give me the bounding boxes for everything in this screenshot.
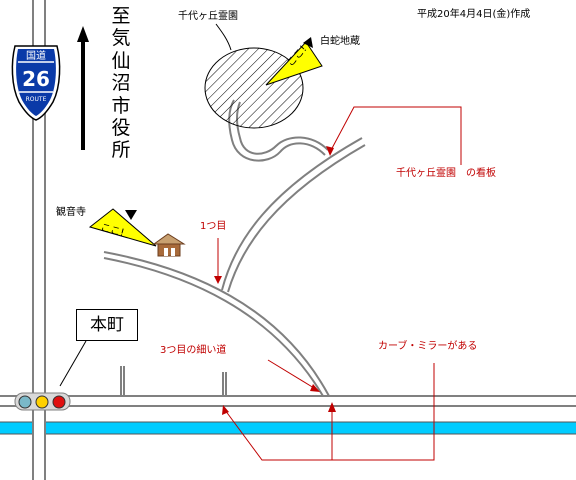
horizontal-road bbox=[0, 395, 576, 407]
temple-label: 観音寺 bbox=[56, 207, 86, 218]
river bbox=[0, 421, 576, 435]
motomachi-leader-line bbox=[59, 340, 87, 387]
first-road-label: 1つ目 bbox=[200, 221, 227, 232]
route-shield-number: 26 bbox=[22, 67, 50, 91]
route-shield-top: 国道 bbox=[26, 49, 46, 62]
cemetery-leader-line bbox=[215, 23, 232, 51]
bridge bbox=[32, 417, 46, 440]
side-road-stubs bbox=[120, 366, 227, 396]
motomachi-label: 本町 bbox=[76, 309, 138, 341]
traffic-light-icon bbox=[14, 392, 71, 411]
route-shield-bottom: ROUTE bbox=[26, 96, 47, 103]
annotation-arrows bbox=[214, 106, 462, 461]
cemetery-label: 千代ヶ丘霊園 bbox=[178, 11, 238, 22]
direction-label: 至 気仙沼市役所 bbox=[111, 5, 150, 162]
route-26-shield-icon: 国道 26 ROUTE bbox=[11, 45, 61, 121]
cemetery-area bbox=[204, 47, 304, 129]
created-date: 平成20年4月4日(金)作成 bbox=[417, 9, 531, 20]
north-arrow-icon bbox=[77, 26, 89, 150]
temple-pointer-sign: ここ! bbox=[88, 208, 157, 247]
branch-road bbox=[221, 137, 366, 293]
temple-building-icon bbox=[152, 233, 186, 257]
jizo-label: 白蛇地蔵 bbox=[320, 36, 360, 47]
third-road-label: 3つ目の細い道 bbox=[160, 345, 227, 356]
curving-road bbox=[103, 251, 330, 397]
mirror-label: カーブ・ミラーがある bbox=[378, 341, 478, 352]
cemetery-sign-label: 千代ヶ丘霊園 の看板 bbox=[396, 168, 496, 179]
